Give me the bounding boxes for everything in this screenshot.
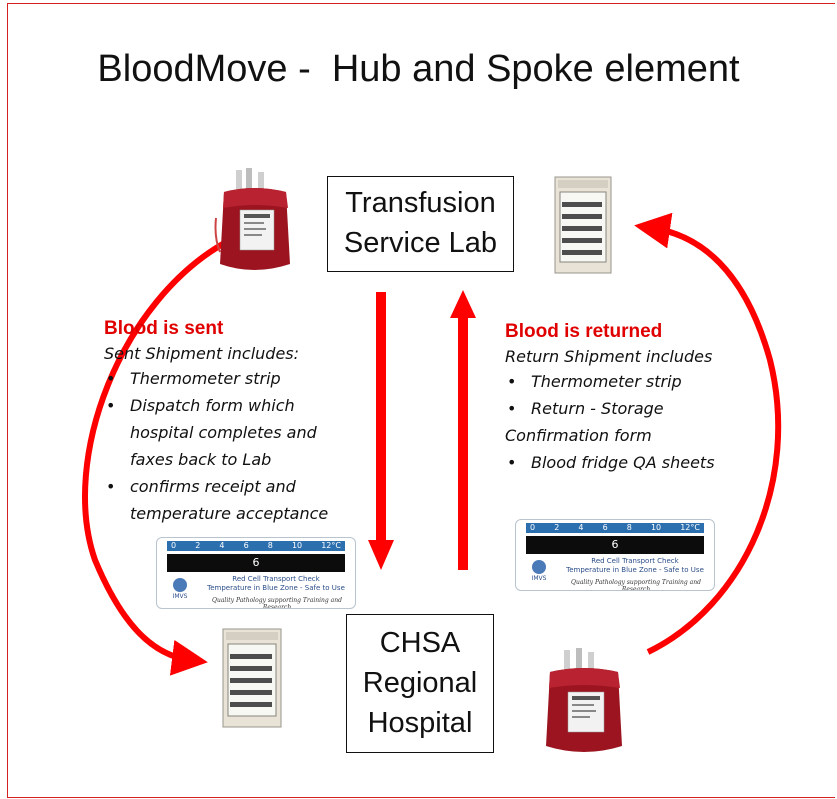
returned-subheading: Return Shipment includes [505, 347, 713, 366]
list-item: confirms receipt and temperature acceptan… [104, 473, 374, 527]
list-item: Thermometer strip [104, 365, 374, 392]
list-item: Thermometer strip [505, 368, 765, 395]
scale-tick: 10 [650, 523, 662, 532]
returned-heading: Blood is returned [505, 321, 663, 342]
blood-fridge-image [554, 176, 612, 274]
scale-tick: 12°C [321, 541, 341, 550]
blood-bag-image [546, 648, 622, 752]
sent-subheading: Sent Shipment includes: [104, 344, 300, 363]
thermometer-strip-image: 0 2 4 6 8 10 12°C 6 IMVS Red Cell Transp… [515, 519, 715, 591]
caption-line: Temperature in Blue Zone - Safe to Use [207, 584, 345, 592]
strip-footer: Quality Pathology supporting Training an… [212, 597, 342, 609]
strip-caption: Red Cell Transport Check Temperature in … [560, 557, 710, 575]
spoke-label-line: CHSA [379, 627, 461, 659]
thermometer-reading: 6 [167, 554, 345, 572]
returned-items-list: Thermometer strip Return - StorageConfir… [505, 368, 765, 476]
list-item-text: Dispatch form which [130, 396, 295, 415]
thermometer-scale: 0 2 4 6 8 10 12°C [167, 541, 345, 551]
scale-tick: 2 [195, 541, 201, 550]
hub-label-line: Service Lab [343, 227, 498, 259]
scale-tick: 8 [626, 523, 632, 532]
imvs-logo: IMVS [167, 578, 193, 604]
list-item-text: temperature acceptance [130, 504, 329, 523]
down-arrow-head [368, 540, 394, 570]
scale-tick: 4 [578, 523, 584, 532]
right-cycle-arrow [634, 212, 782, 655]
caption-line: Temperature in Blue Zone - Safe to Use [566, 566, 704, 574]
list-item-text: hospital completes and [130, 423, 317, 442]
strip-caption: Red Cell Transport Check Temperature in … [201, 575, 351, 593]
spoke-label-line: Regional [362, 667, 478, 699]
blood-fridge-image [222, 628, 282, 728]
sent-panel: Blood is sent Sent Shipment includes: Th… [104, 318, 374, 527]
thermometer-scale: 0 2 4 6 8 10 12°C [526, 523, 704, 533]
list-item-text: Confirmation form [505, 426, 652, 445]
scale-tick: 4 [219, 541, 225, 550]
hub-label-line: Transfusion [345, 187, 496, 219]
caption-line: Red Cell Transport Check [591, 557, 679, 565]
strip-footer: Quality Pathology supporting Training an… [571, 579, 701, 591]
returned-panel: Blood is returned Return Shipment includ… [505, 321, 765, 476]
list-item-text: Thermometer strip [130, 369, 281, 388]
thermometer-reading: 6 [526, 536, 704, 554]
scale-tick: 8 [267, 541, 273, 550]
list-item-text: faxes back to Lab [130, 450, 272, 469]
list-item: Blood fridge QA sheets [505, 449, 765, 476]
page-title: BloodMove - Hub and Spoke element [97, 48, 740, 90]
up-arrow-head [450, 290, 476, 318]
scale-tick: 0 [171, 541, 177, 550]
spoke-box-regional-hospital: CHSA Regional Hospital [346, 614, 494, 753]
spoke-label-line: Hospital [367, 707, 473, 739]
list-item-text: Thermometer strip [531, 372, 682, 391]
imvs-logo: IMVS [526, 560, 552, 586]
list-item: Dispatch form which hospital completes an… [104, 392, 374, 473]
list-item-text: confirms receipt and [130, 477, 296, 496]
scale-tick: 2 [554, 523, 560, 532]
list-item-text: Blood fridge QA sheets [531, 453, 715, 472]
scale-tick: 12°C [680, 523, 700, 532]
logo-text: IMVS [172, 593, 188, 600]
sent-items-list: Thermometer strip Dispatch form which hos… [104, 365, 374, 527]
blood-bag-image [214, 168, 290, 270]
scale-tick: 0 [530, 523, 536, 532]
scale-tick: 6 [243, 541, 249, 550]
scale-tick: 6 [602, 523, 608, 532]
hub-box-transfusion-lab: Transfusion Service Lab [327, 176, 514, 272]
list-item-text: Return - Storage [531, 399, 664, 418]
slide-frame [7, 3, 835, 798]
left-cycle-arrow [82, 238, 230, 676]
sent-heading: Blood is sent [104, 318, 224, 339]
logo-text: IMVS [531, 575, 547, 582]
scale-tick: 10 [291, 541, 303, 550]
thermometer-strip-image: 0 2 4 6 8 10 12°C 6 IMVS Red Cell Transp… [156, 537, 356, 609]
caption-line: Red Cell Transport Check [232, 575, 320, 583]
